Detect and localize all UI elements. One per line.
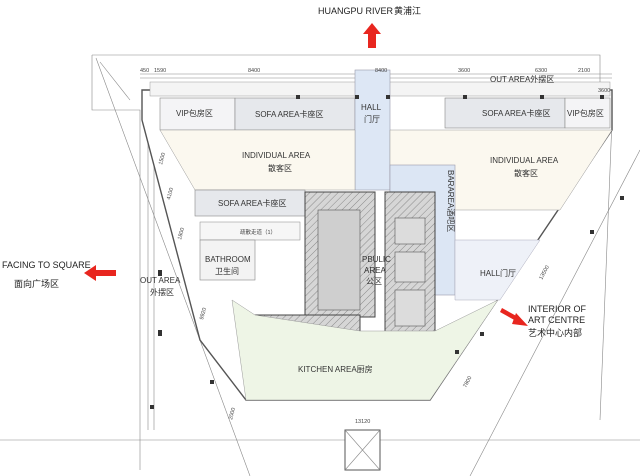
columns xyxy=(150,95,624,409)
sofa-mid-left-label: SOFA AREA卡座区 xyxy=(218,198,286,208)
hall-top-zone xyxy=(354,69,391,191)
vip-left-zone xyxy=(159,97,236,131)
square-label-cn: 面向广场区 xyxy=(14,278,59,289)
hall-top-label-en: HALL xyxy=(361,103,382,112)
public-label-en-1: PBULIC xyxy=(362,255,391,264)
bar-core-cell-3 xyxy=(394,289,426,327)
dim-left-3: 1800 xyxy=(177,227,186,240)
dim-right-2: 7800 xyxy=(462,375,473,389)
kitchen-zone xyxy=(231,299,499,401)
dim-left-1: 1500 xyxy=(158,152,167,165)
out-area-left-label-en: OUT AREA xyxy=(140,276,181,285)
bar-core-cell-1 xyxy=(394,217,426,245)
square-arrow xyxy=(84,265,116,281)
square-label-en: FACING TO SQUARE xyxy=(2,260,91,270)
bathroom-label-en: BATHROOM xyxy=(205,255,251,264)
dim-top-3: 8400 xyxy=(248,68,260,74)
hall-right-zone xyxy=(454,239,541,301)
sofa-top-right-label: SOFA AREA卡座区 xyxy=(482,108,550,118)
dim-left-4: 9920 xyxy=(199,307,208,320)
hall-top-label-cn: 门厅 xyxy=(364,114,380,124)
individual-left-zone xyxy=(159,129,356,191)
public-core-inner xyxy=(317,209,361,311)
dim-right-1: 13500 xyxy=(538,265,550,281)
individual-right-label-en: INDIVIDUAL AREA xyxy=(490,156,559,165)
individual-left-label-en: INDIVIDUAL AREA xyxy=(242,151,311,160)
corridor-label: 疏散走道（1） xyxy=(240,228,276,236)
dim-top-8: 3600 xyxy=(598,88,610,94)
bathroom-label-cn: 卫生间 xyxy=(215,266,239,276)
bar-core-cell-2 xyxy=(394,251,426,283)
bar-area-label: BARAREA酒吧区 xyxy=(446,170,455,232)
sofa-top-right-zone xyxy=(444,97,566,129)
vip-right-zone xyxy=(564,97,611,129)
river-label-cn: 黄浦江 xyxy=(394,5,421,16)
out-area-top-label: OUT AREA外摆区 xyxy=(490,74,554,84)
dim-top-2: 1590 xyxy=(154,68,166,74)
public-label-cn: 公区 xyxy=(366,277,382,286)
dim-top-6: 6300 xyxy=(535,68,547,74)
sofa-mid-left-zone xyxy=(194,189,306,217)
individual-right-label-cn: 散客区 xyxy=(514,168,538,178)
river-label-en: HUANGPU RIVER xyxy=(318,6,394,16)
sofa-top-left-label: SOFA AREA卡座区 xyxy=(255,109,323,119)
art-label-cn: 艺术中心内部 xyxy=(528,327,582,338)
dim-top-7: 2100 xyxy=(578,68,590,74)
dim-top-1: 450 xyxy=(140,68,149,74)
art-label-en-2: ART CENTRE xyxy=(528,315,585,325)
dim-left-2: 4100 xyxy=(166,187,175,200)
art-label-en-1: INTERIOR OF xyxy=(528,304,587,314)
art-arrow xyxy=(500,308,528,326)
dim-top-5: 3600 xyxy=(458,68,470,74)
dim-bottom: 13120 xyxy=(355,419,370,425)
dim-left-5: 2000 xyxy=(228,407,237,420)
bathroom-zone xyxy=(199,239,256,281)
river-arrow xyxy=(363,23,381,48)
out-area-left-label-cn: 外摆区 xyxy=(150,287,174,297)
sofa-top-left-zone xyxy=(234,97,356,131)
kitchen-label: KITCHEN AREA厨房 xyxy=(298,364,373,374)
vip-right-label: VIP包房区 xyxy=(567,108,604,118)
dim-top-4: 8400 xyxy=(375,68,387,74)
hall-right-label: HALL门厅 xyxy=(480,268,516,278)
individual-left-label-cn: 散客区 xyxy=(268,163,292,173)
public-label-en-2: AREA xyxy=(364,266,386,275)
vip-left-label: VIP包房区 xyxy=(176,108,213,118)
